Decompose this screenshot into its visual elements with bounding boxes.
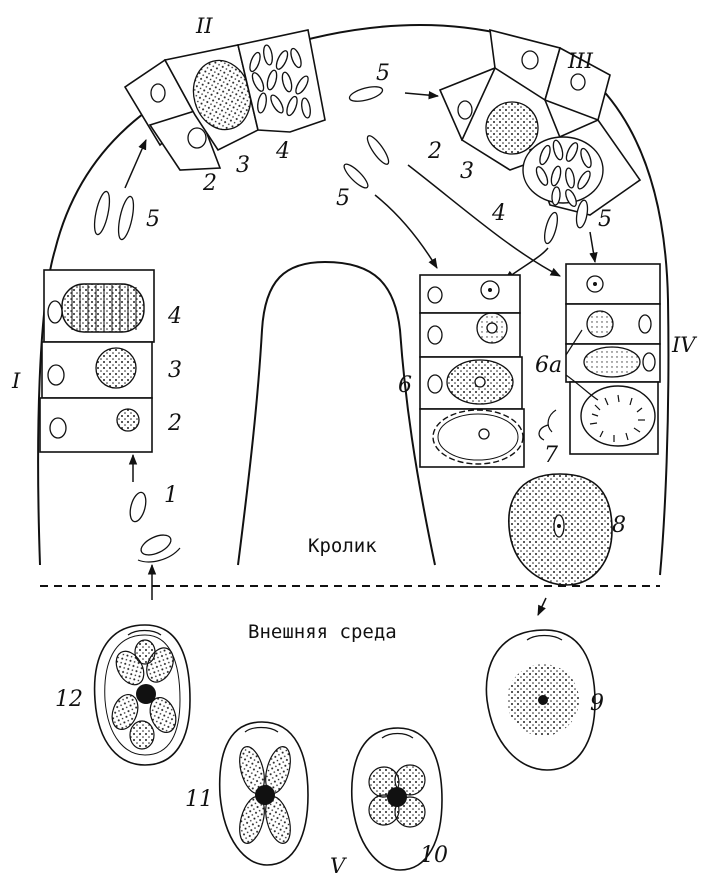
label-stage-8: 8 [612,513,626,538]
label-stage-9: 9 [590,691,604,716]
label-stage-4-top: 4 [275,139,290,164]
label-external-environment: Внешняя среда [248,621,397,643]
label-stage-2-top: 2 [202,171,217,196]
label-stage-4-left: 4 [167,304,182,329]
label-host-rabbit: Кролик [308,535,377,557]
label-stage-5-lower: 5 [336,186,350,211]
label-stage-2-right: 2 [427,139,442,164]
label-roman-ii: II [195,14,213,38]
label-roman-v: V [330,854,347,878]
label-stage-3-left: 3 [168,358,182,383]
intestine-inner-wall [237,260,436,566]
label-roman-iv: IV [671,333,697,357]
label-stage-7: 7 [544,443,558,468]
label-stage-6: 6 [398,373,412,398]
region-iii-epithelium [438,28,642,216]
label-roman-iii: III [567,49,594,73]
merozoites-right [543,199,589,245]
label-stage-5-left: 5 [146,207,160,232]
merozoites-center [343,86,390,189]
label-stage-6a: 6а [535,353,562,378]
label-stage-12: 12 [55,687,83,712]
oocyst-stage-12 [93,624,191,766]
region-iv-epithelium [565,263,661,455]
oocyst-stage-10 [350,727,443,871]
label-stage-11: 11 [185,787,213,812]
merozoites-left [93,190,135,241]
microgametes-stage-7 [538,409,557,441]
oocyst-stage-8 [508,473,613,586]
label-stage-10: 10 [420,843,448,868]
oocyst-stage-11 [218,721,309,866]
region-ii-epithelium [123,29,326,171]
label-roman-i: I [11,369,21,393]
label-stage-1: 1 [164,483,178,508]
region-i-epithelium [39,269,155,453]
label-stage-3-right: 3 [460,159,474,184]
label-stage-2-left: 2 [167,411,182,436]
region-6-epithelium [419,274,525,468]
sporozoites-stage-1 [129,491,181,563]
label-stage-5-right: 5 [598,207,612,232]
oocyst-stage-9 [485,629,596,771]
label-stage-4-right: 4 [491,201,506,226]
label-stage-5-center: 5 [376,61,390,86]
label-stage-3-top: 3 [236,153,250,178]
